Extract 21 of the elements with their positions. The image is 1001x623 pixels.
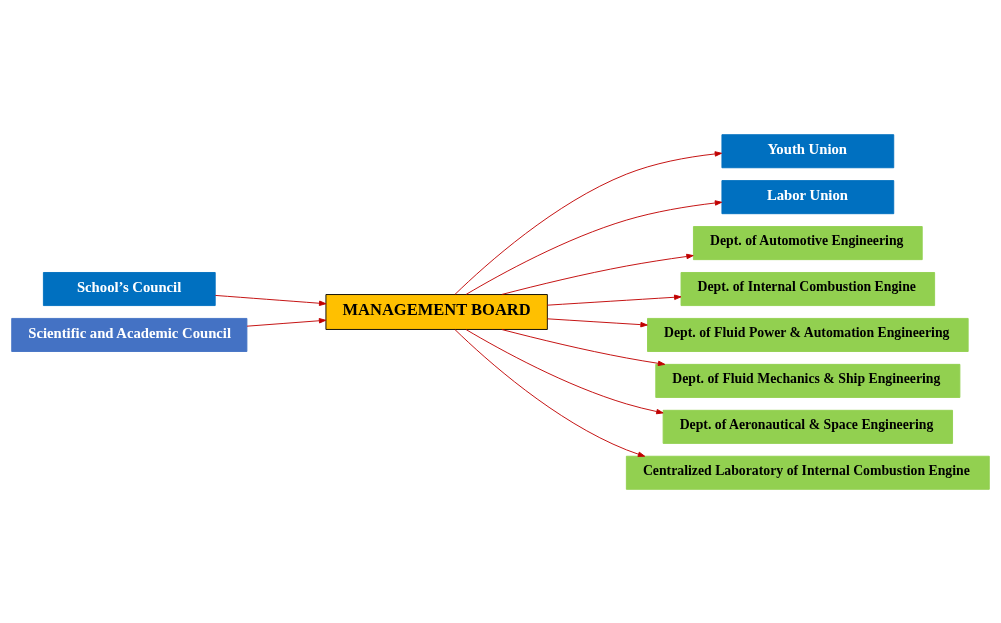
arrow [246, 317, 327, 327]
arrow [546, 294, 682, 306]
arrow [454, 328, 646, 457]
arrow [214, 294, 327, 306]
node-box: Dept. of Fluid Power & Automation Engineering [647, 317, 969, 352]
arrow [465, 328, 664, 414]
arrow [546, 317, 648, 327]
node-box: Scientific and Academic Council [11, 317, 248, 352]
node-box: Dept. of Automotive Engineering [693, 225, 923, 260]
node-box: Dept. of Aeronautical & Space Engineering [662, 409, 953, 444]
node-box: MANAGEMENT BOARD [325, 293, 548, 330]
node-box: Dept. of Internal Combustion Engine [680, 271, 936, 306]
node-box: Youth Union [721, 133, 895, 168]
node-box: Centralized Laboratory of Internal Combustion Engine [625, 455, 990, 490]
node-box: Labor Union [721, 179, 895, 214]
arrow [465, 199, 723, 295]
arrow [501, 253, 694, 295]
node-box: Dept. of Fluid Mechanics & Ship Engineering [655, 363, 961, 398]
node-box: School’s Council [42, 271, 216, 306]
arrow [501, 328, 666, 366]
arrow [454, 150, 723, 295]
